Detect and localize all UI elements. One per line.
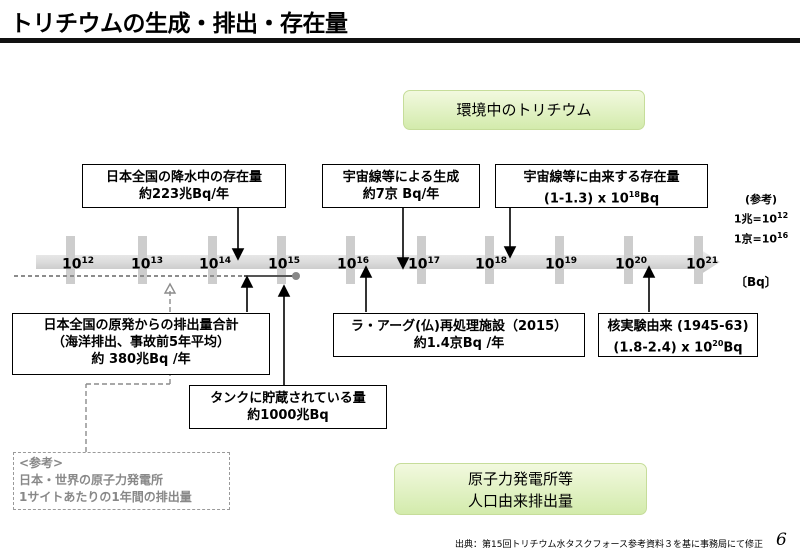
axis-tick	[555, 236, 564, 284]
reference-site-box: <参考> 日本・世界の原子力発電所 1サイトあたりの1年間の排出量	[13, 452, 230, 510]
tick-label: 1014	[199, 256, 232, 273]
pointer-arrows	[231, 207, 656, 386]
nuclear-header-line: 人口由来排出量	[467, 492, 573, 510]
box-line: (1.8-2.4) x 1020Bq	[613, 339, 743, 356]
tick-label: 1020	[615, 256, 648, 273]
axis-unit: 〔Bq〕	[735, 275, 777, 289]
box-line: （海洋排出、事故前5年平均）	[51, 335, 231, 350]
box-line: 日本全国の原発からの排出量合計	[43, 318, 239, 333]
box-line: 核実験由来 (1945-63)	[607, 319, 749, 334]
axis-tick	[417, 236, 426, 284]
axis-tick	[66, 236, 75, 284]
tick-label: 1016	[337, 256, 370, 273]
box-line: 約 380兆Bq /年	[91, 352, 191, 367]
box-line: 宇宙線等による生成	[342, 170, 460, 185]
box-line: 日本・世界の原子力発電所	[19, 473, 164, 487]
tick-label: 1013	[131, 256, 164, 273]
reference-units-title: (参考)	[744, 193, 778, 206]
tick-label: 1017	[408, 256, 441, 273]
box-line: (1-1.3) x 1018Bq	[543, 190, 660, 207]
reference-units-line: 1京=1016	[733, 230, 789, 246]
environment-header-text: 環境中のトリチウム	[456, 101, 592, 119]
axis-ticks	[66, 236, 703, 284]
box-line: 日本全国の降水中の存在量	[105, 170, 262, 185]
axis-arrow	[36, 248, 720, 276]
axis-tick	[277, 236, 286, 284]
axis-tick	[694, 236, 703, 284]
range-end-dot	[292, 272, 300, 280]
environment-header: 環境中のトリチウム	[403, 90, 645, 130]
box-line: 約7京 Bq/年	[362, 187, 440, 202]
box-line: 約1.4京Bq /年	[413, 336, 505, 351]
axis-tick	[346, 236, 355, 284]
tick-label: 1012	[62, 256, 95, 273]
box-line: タンクに貯蔵されている量	[210, 391, 366, 406]
box-line: <参考>	[19, 456, 64, 470]
title-underline	[0, 38, 800, 43]
box-line: 宇宙線等に由来する存在量	[523, 170, 680, 185]
page-title: トリチウムの生成・排出・存在量	[10, 11, 348, 37]
source-note: 出典：第15回トリチウム水タスクフォース参考資料３を基に事務局にて修正	[455, 540, 764, 550]
nuclear-test-box: 核実験由来 (1945-63) (1.8-2.4) x 1020Bq	[598, 313, 758, 357]
box-line: ラ・アーグ(仏)再処理施設（2015）	[350, 319, 568, 334]
axis-tick	[624, 236, 633, 284]
nuclear-header: 原子力発電所等 人口由来排出量	[394, 463, 647, 515]
cosmic-generation-box: 宇宙線等による生成 約7京 Bq/年	[322, 164, 480, 208]
tick-label: 1015	[268, 256, 301, 273]
axis-tick	[485, 236, 494, 284]
box-line: 約1000兆Bq	[247, 408, 329, 423]
axis-tick	[208, 236, 217, 284]
japan-npp-box: 日本全国の原発からの排出量合計 （海洋排出、事故前5年平均） 約 380兆Bq …	[12, 313, 270, 375]
cosmic-stock-box: 宇宙線等に由来する存在量 (1-1.3) x 1018Bq	[495, 164, 708, 208]
axis-tick	[138, 236, 147, 284]
tick-label: 1021	[686, 256, 719, 273]
la-hague-box: ラ・アーグ(仏)再処理施設（2015） 約1.4京Bq /年	[333, 313, 585, 357]
reference-units-line: 1兆=1012	[733, 211, 789, 226]
reference-units: (参考) 1兆=1012 1京=1016	[728, 192, 794, 247]
tank-box: タンクに貯蔵されている量 約1000兆Bq	[189, 385, 387, 429]
page-number: 6	[776, 530, 787, 550]
nuclear-header-line: 原子力発電所等	[467, 470, 573, 488]
tick-label: 1018	[475, 256, 508, 273]
reference-arrow	[85, 282, 177, 452]
box-line: 1サイトあたりの1年間の排出量	[19, 490, 192, 504]
precipitation-box: 日本全国の降水中の存在量 約223兆Bq/年	[82, 164, 286, 208]
box-line: 約223兆Bq/年	[138, 187, 230, 202]
tick-label: 1019	[545, 256, 578, 273]
